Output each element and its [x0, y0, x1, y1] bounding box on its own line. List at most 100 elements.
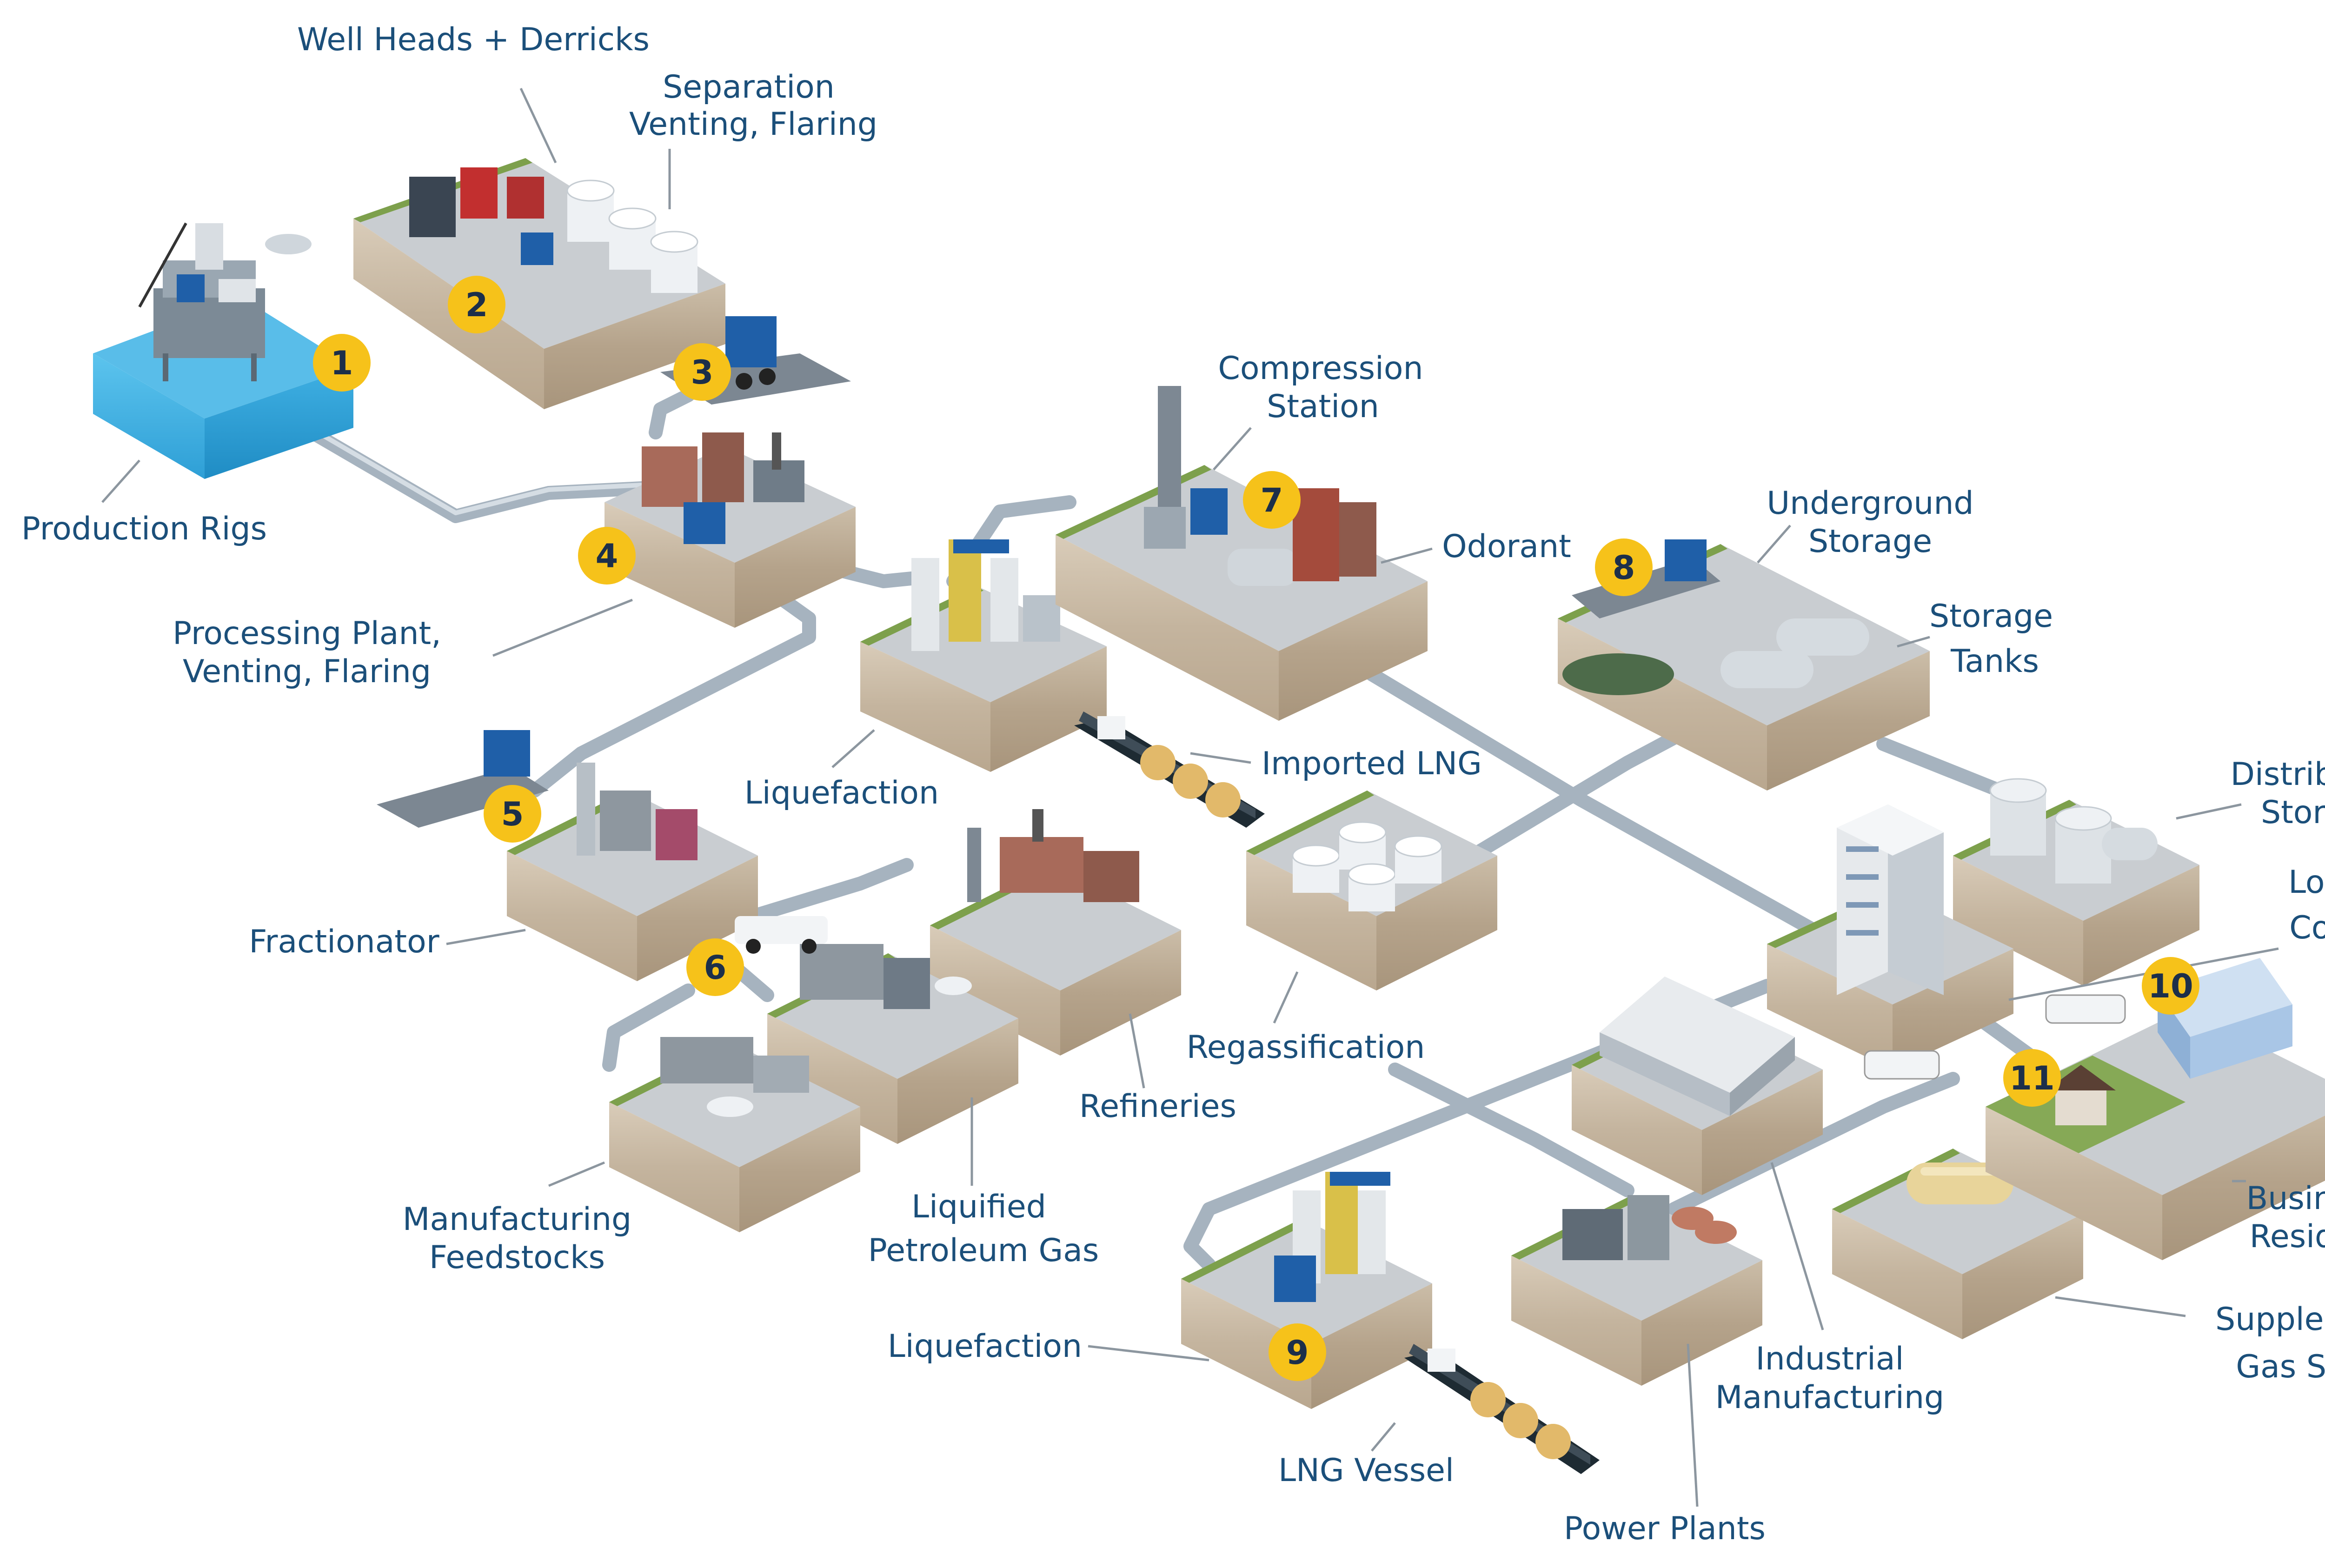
label-odorant: Odorant — [1442, 528, 1571, 565]
svg-text:1: 1 — [331, 344, 353, 382]
side-right — [1767, 651, 1930, 791]
pipe-truck-to-processing — [649, 388, 695, 439]
badge-7: 7 — [1243, 471, 1301, 529]
label-liquefaction-lower: Liquefaction — [888, 1328, 1082, 1365]
side-right — [1060, 930, 1181, 1056]
side-left — [1056, 535, 1279, 721]
label-storage-tanks-line2: Tanks — [1950, 643, 2039, 680]
side-left — [507, 851, 637, 981]
label-manufacturing-line1: Manufacturing — [403, 1201, 631, 1238]
label-fractionator: Fractionator — [249, 924, 439, 960]
truck-icon — [377, 730, 549, 828]
compressor-icon — [1144, 386, 1376, 586]
side-right — [1893, 949, 2013, 1070]
label-imported-lng: Imported LNG — [1262, 745, 1482, 782]
storage-tank-icon — [1989, 778, 2158, 884]
building-icon — [1837, 804, 1944, 995]
leader-processing — [492, 598, 633, 657]
side-right — [739, 1107, 860, 1232]
leader-lng-vessel — [1371, 1422, 1396, 1452]
side-left — [1986, 1107, 2162, 1260]
side-right — [1641, 1260, 1762, 1386]
side-right — [544, 284, 725, 409]
side-left — [1572, 1065, 1702, 1195]
ship-icon — [1404, 1344, 1600, 1474]
pipe-hub-to-lower-liquefaction — [1183, 979, 1774, 1272]
side-right — [1311, 1283, 1432, 1409]
supplemental-gas-platform — [1832, 1149, 2083, 1339]
compression-station-platform — [1056, 386, 1428, 721]
label-refineries: Refineries — [1079, 1088, 1236, 1125]
label-lng-vessel: LNG Vessel — [1278, 1452, 1454, 1489]
leader-distribution — [2176, 803, 2242, 820]
pumpjack-icon — [409, 167, 553, 265]
label-separation-line2: Venting, Flaring — [629, 106, 877, 143]
badge-4: 4 — [578, 527, 636, 585]
lpg-platform — [735, 916, 1018, 1144]
label-processing-line1: Processing Plant, — [173, 615, 441, 652]
side-left — [1511, 1256, 1641, 1386]
labels: Well Heads + Derricks Separation Venting… — [21, 21, 2325, 1547]
refineries-platform — [930, 809, 1181, 1056]
svg-text:10: 10 — [2148, 967, 2193, 1005]
svg-text:6: 6 — [704, 949, 727, 987]
side-left — [353, 219, 544, 409]
local-gas-company-platform — [1767, 804, 2013, 1070]
label-production-rigs: Production Rigs — [21, 511, 267, 547]
sea-side-right — [205, 367, 353, 479]
side-left — [604, 502, 735, 628]
refinery-icon — [577, 763, 698, 860]
label-lpg-line1: Liquified — [911, 1189, 1046, 1225]
svg-text:3: 3 — [691, 353, 714, 392]
pipe-power-to-supplemental — [1667, 1072, 1960, 1216]
label-storage-tanks-line1: Storage — [1929, 598, 2053, 635]
svg-text:7: 7 — [1261, 481, 1283, 519]
leader-manufacturing — [548, 1161, 605, 1187]
svg-text:2: 2 — [465, 286, 488, 324]
grass-edge — [1246, 791, 1374, 856]
leader-odorant — [1381, 547, 1433, 564]
side-right — [1962, 1214, 2083, 1339]
leader-well-heads — [519, 87, 557, 164]
pipe-storage-to-distribution — [1876, 737, 2006, 797]
offshore-rig-icon — [138, 222, 312, 381]
side-right — [897, 1018, 1018, 1144]
pipe-lpg-to-feedstocks — [602, 983, 695, 1072]
side-left — [1181, 1279, 1311, 1409]
storage-tank-icon — [566, 179, 698, 293]
side-left — [1832, 1209, 1962, 1339]
leader-lines — [101, 87, 2279, 1507]
pipe-rig-to-processing-highlight — [286, 413, 644, 515]
side-right — [1279, 581, 1428, 721]
label-regassification: Regassification — [1187, 1029, 1425, 1066]
side-right — [2083, 865, 2199, 986]
leader-supplemental — [2055, 1296, 2186, 1317]
label-businesses-line1: Businesses, — [2246, 1180, 2325, 1217]
side-left — [1953, 856, 2083, 986]
label-underground-line1: Underground — [1767, 485, 1973, 522]
factory-icon — [660, 1037, 809, 1117]
label-processing-line2: Venting, Flaring — [183, 653, 431, 690]
production-rig-platform — [93, 222, 353, 479]
liquefaction-lower-platform — [1181, 1172, 1432, 1409]
leader-underground — [1757, 525, 1791, 564]
badge-11: 11 — [2003, 1049, 2061, 1107]
warehouse-icon — [1600, 977, 1795, 1116]
label-industrial-line2: Manufacturing — [1715, 1379, 1944, 1416]
side-left — [930, 925, 1060, 1056]
leader-liquefaction-upper — [831, 729, 875, 768]
processing-plant-platform — [604, 432, 856, 628]
svg-text:9: 9 — [1286, 1334, 1309, 1372]
liquefaction-upper-platform — [860, 539, 1107, 772]
svg-text:5: 5 — [501, 795, 524, 833]
storage-tank-icon — [1720, 618, 1869, 688]
side-left — [609, 1102, 739, 1232]
side-right — [990, 646, 1107, 772]
industrial-manufacturing-platform — [1572, 977, 1823, 1195]
leader-industrial — [1770, 1162, 1824, 1330]
leader-local-gas — [2008, 947, 2279, 1001]
label-local-gas-line1: Local Gas — [2288, 864, 2325, 901]
side-left — [1767, 944, 1893, 1070]
label-businesses-line2: Residential — [2250, 1218, 2325, 1255]
